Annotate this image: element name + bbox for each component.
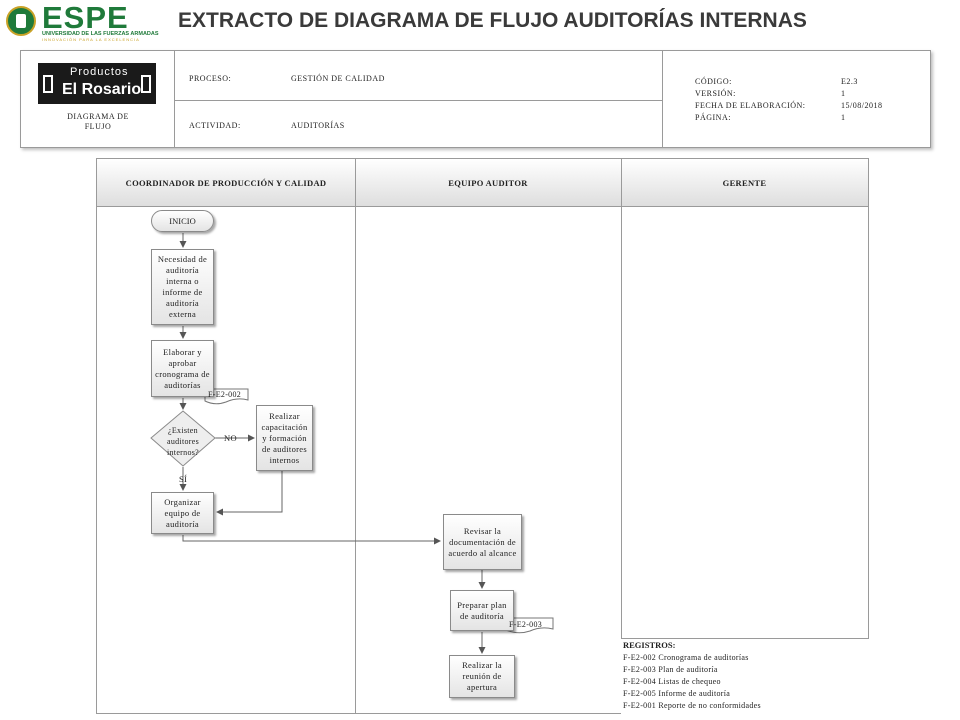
document-header: Productos El Rosario DIAGRAMA DE FLUJO P… (20, 50, 931, 148)
codigo-label: CÓDIGO: (695, 77, 732, 86)
doc-ref-plan: F-E2-003 (509, 620, 543, 629)
process-revisar-documentacion: Revisar la documentación de acuerdo al a… (443, 514, 522, 570)
el-rosario-logo: Productos El Rosario (38, 63, 156, 104)
process-capacitacion: Realizar capacitación y formación de aud… (256, 405, 313, 471)
actividad-label: ACTIVIDAD: (189, 121, 241, 130)
registro-item: F-E2-001 Reporte de no conformidades (623, 701, 761, 710)
lane-header-coordinador: COORDINADOR DE PRODUCCIÓN Y CALIDAD (97, 159, 355, 207)
espe-logo: ESPE UNIVERSIDAD DE LAS FUERZAS ARMADAS … (6, 0, 159, 42)
pagina-label: PÁGINA: (695, 113, 731, 122)
process-organizar-equipo: Organizar equipo de auditoría (151, 492, 214, 534)
start-node: INICIO (151, 210, 214, 232)
process-necesidad-auditoria: Necesidad de auditoría interna o informe… (151, 249, 214, 325)
doc-ref-cronograma: F-E2-002 (208, 390, 242, 399)
edge-label-no: NO (224, 433, 237, 443)
registro-item: F-E2-005 Informe de auditoría (623, 689, 731, 698)
version-value: 1 (841, 89, 846, 98)
lane-header-gerente: GERENTE (621, 159, 868, 207)
espe-wordmark: ESPE (42, 0, 129, 35)
espe-emblem-icon (6, 6, 36, 36)
decision-existen-auditores: ¿Existen auditores internos? (166, 426, 200, 457)
pagina-value: 1 (841, 113, 846, 122)
proceso-value: GESTIÓN DE CALIDAD (291, 74, 385, 83)
espe-subtitle: UNIVERSIDAD DE LAS FUERZAS ARMADAS (42, 31, 159, 37)
registros-title: REGISTROS: (623, 640, 676, 650)
registro-item: F-E2-003 Plan de auditoría (623, 665, 718, 674)
process-preparar-plan: Preparar plan de auditoría (450, 590, 514, 631)
actividad-value: AUDITORÍAS (291, 121, 345, 130)
registro-item: F-E2-004 Listas de chequeo (623, 677, 721, 686)
swimlane-diagram: COORDINADOR DE PRODUCCIÓN Y CALIDAD EQUI… (96, 158, 869, 714)
edge-label-si: SÍ (179, 474, 188, 484)
brand-bracket-left-icon (43, 75, 53, 93)
brand-main-text: El Rosario (62, 81, 142, 98)
process-reunion-apertura: Realizar la reunión de apertura (449, 655, 515, 698)
fecha-value: 15/08/2018 (841, 101, 883, 110)
registros-box: REGISTROS: F-E2-002 Cronograma de audito… (621, 638, 869, 714)
brand-bracket-right-icon (141, 75, 151, 93)
brand-top-text: Productos (70, 66, 129, 78)
page-title: EXTRACTO DE DIAGRAMA DE FLUJO AUDITORÍAS… (178, 9, 807, 32)
fecha-label: FECHA DE ELABORACIÓN: (695, 101, 806, 110)
codigo-value: E2.3 (841, 77, 858, 86)
lane-header-equipo-auditor: EQUIPO AUDITOR (355, 159, 621, 207)
version-label: VERSIÓN: (695, 89, 736, 98)
proceso-label: PROCESO: (189, 74, 232, 83)
espe-tagline: INNOVACIÓN PARA LA EXCELENCIA (42, 37, 140, 42)
registro-item: F-E2-002 Cronograma de auditorías (623, 653, 749, 662)
doc-type-label: DIAGRAMA DE FLUJO (67, 112, 129, 131)
process-elaborar-cronograma: Elaborar y aprobar cronograma de auditor… (151, 340, 214, 397)
